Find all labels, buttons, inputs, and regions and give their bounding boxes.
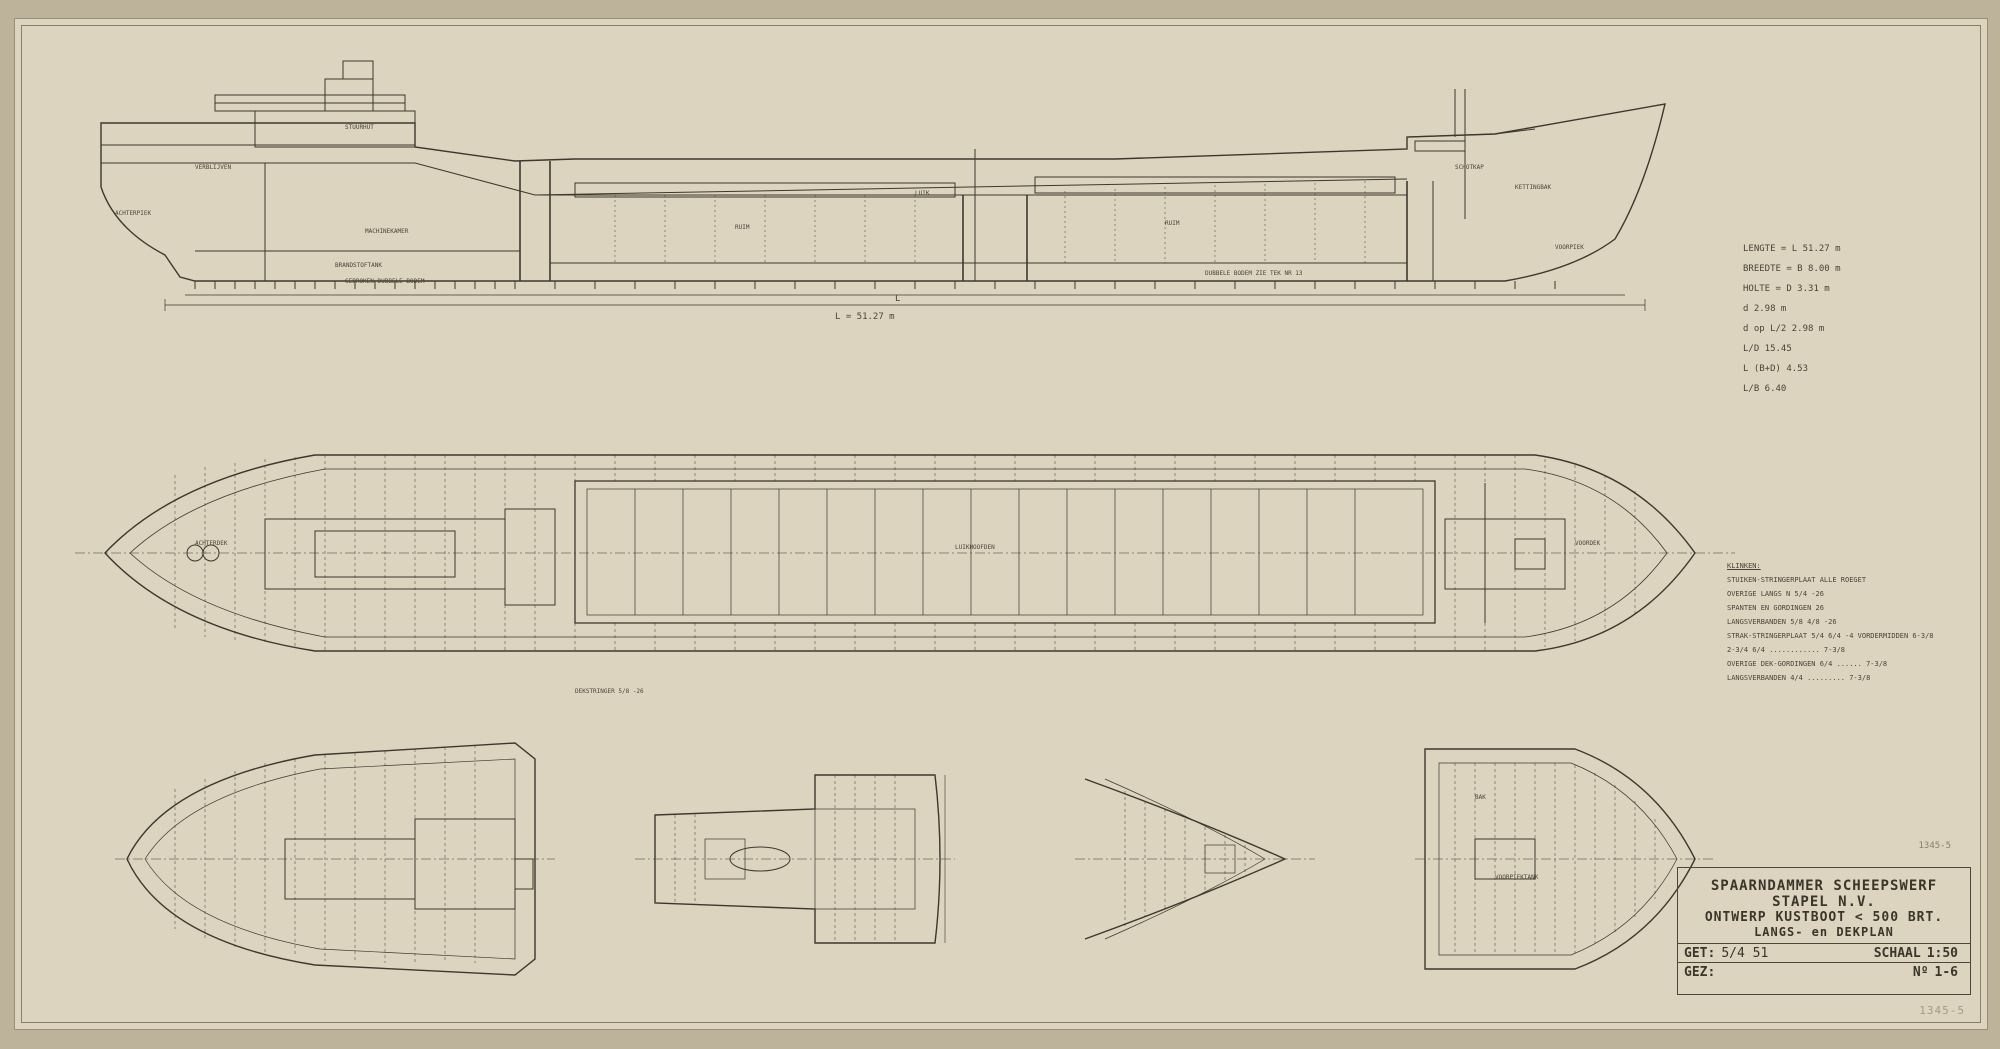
bridge-deck-detail [635, 774, 955, 944]
label-verblijven: VERBLIJVEN [195, 164, 232, 171]
spec-row: HOLTE = D 3.31 m [1743, 284, 1830, 294]
label-bak: BAK [1475, 794, 1486, 801]
dim-overall-length: L = 51.27 m [835, 312, 895, 322]
label-brandstoftank: BRANDSTOFTANK [335, 262, 382, 269]
title-yard: SPAARNDAMMER SCHEEPSWERF [1710, 878, 1938, 894]
note-row: OVERIGE DEK-GORDINGEN 6/4 ...... 7-3/8 [1727, 660, 1888, 668]
archive-stamp: 1345-5 [1919, 1004, 1965, 1017]
note-row: OVERIGE LANGS N 5/4 -26 [1727, 590, 1824, 598]
label-luikhoofden: LUIKHOOFDEN [955, 544, 995, 551]
label-achterdek: ACHTERDEK [195, 540, 228, 547]
nr-label: Nº [1912, 964, 1929, 980]
label-gebroken-dubbele-bodem: GEBROKEN DUBBELE BODEM [345, 278, 425, 285]
label-schotkap: SCHOTKAP [1455, 164, 1484, 171]
gez-label: GEZ: [1684, 964, 1716, 980]
label-dubbele-bodem: DUBBELE BODEM ZIE TEK NR 13 [1205, 270, 1303, 277]
side-profile [100, 60, 1666, 311]
drawing-border [21, 25, 1981, 1023]
notes-title: KLINKEN: [1727, 562, 1761, 570]
get-label: GET: [1684, 945, 1716, 961]
title-block: SPAARNDAMMER SCHEEPSWERF STAPEL N.V. ONT… [1677, 867, 1971, 995]
get-value: 5/4 51 [1721, 945, 1769, 961]
label-ruim-fwd: RUIM [1165, 220, 1180, 227]
note-row: LANGSVERBANDEN 5/8 4/8 -26 [1727, 618, 1837, 626]
note-row: 2-3/4 6/4 ............ 7-3/8 [1727, 646, 1846, 654]
title-row-gez: GEZ: Nº 1-6 [1678, 962, 1970, 981]
technical-drawing: VERBLIJVEN ACHTERPIEK MACHINEKAMER BRAND… [75, 60, 1735, 976]
spec-row: LENGTE = L 51.27 m [1743, 244, 1841, 254]
title-row-get: GET: 5/4 51 SCHAAL 1:50 [1678, 943, 1970, 962]
label-kettingbak: KETTINGBAK [1515, 184, 1552, 191]
dim-lpp: L [895, 294, 900, 304]
spec-row: d op L/2 2.98 m [1743, 324, 1825, 334]
main-deck-plan [75, 454, 1735, 652]
reference-number: 1345-5 [1918, 841, 1951, 851]
title-design: ONTWERP KUSTBOOT < 500 BRT. [1704, 910, 1944, 925]
drawing-sheet: VERBLIJVEN ACHTERPIEK MACHINEKAMER BRAND… [14, 18, 1988, 1030]
riveting-notes: KLINKEN: STUIKEN-STRINGERPLAAT ALLE ROEG… [1727, 559, 1947, 685]
label-voorpiek: VOORPIEK [1555, 244, 1584, 251]
bow-section-detail [1075, 778, 1315, 940]
label-machinekamer: MACHINEKAMER [365, 228, 409, 235]
label-voorpiektank: VOORPIEKTANK [1495, 874, 1539, 881]
drawing-labels: VERBLIJVEN ACHTERPIEK MACHINEKAMER BRAND… [115, 124, 1601, 881]
scale-label: SCHAAL [1873, 945, 1921, 961]
label-ruim-aft: RUIM [735, 224, 750, 231]
forecastle-detail [1415, 748, 1715, 970]
label-achterpiek: ACHTERPIEK [115, 210, 152, 217]
nr-value: 1-6 [1934, 964, 1958, 980]
note-row: LANGSVERBANDEN 4/4 ......... 7-3/8 [1727, 674, 1871, 682]
principal-dimensions: LENGTE = L 51.27 m BREEDTE = B 8.00 m HO… [1743, 239, 1943, 399]
label-stuurhut: STUURHUT [345, 124, 374, 131]
label-voordek: VOORDEK [1575, 540, 1601, 547]
note-row: STUIKEN-STRINGERPLAAT ALLE ROEGET [1727, 576, 1867, 584]
scale-value: 1:50 [1926, 945, 1958, 961]
label-dekstringer: DEKSTRINGER 5/8 -26 [575, 688, 644, 695]
label-luik: LUIK [915, 190, 930, 197]
note-row: SPANTEN EN GORDINGEN 26 [1727, 604, 1824, 612]
aft-deck-detail [115, 742, 555, 976]
spec-row: BREEDTE = B 8.00 m [1743, 264, 1841, 274]
spec-row: L/B 6.40 [1743, 384, 1787, 394]
spec-row: L/D 15.45 [1743, 344, 1792, 354]
title-company: STAPEL N.V. [1772, 894, 1876, 910]
spec-row: d 2.98 m [1743, 304, 1787, 314]
note-row: STRAK-STRINGERPLAAT 5/4 6/4 -4 VORDERMID… [1727, 632, 1934, 640]
title-plan-type: LANGS- en DEKPLAN [1754, 925, 1894, 939]
spec-row: L (B+D) 4.53 [1743, 364, 1809, 374]
